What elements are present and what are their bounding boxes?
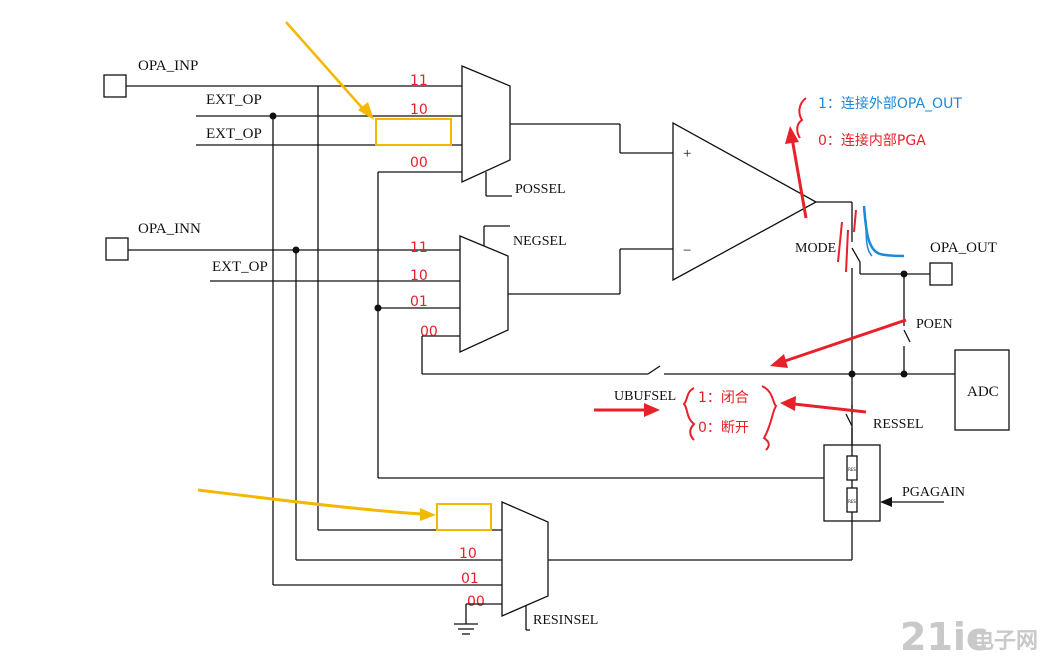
op-amp-minus: − <box>683 243 691 259</box>
ubufsel-label: UBUFSEL <box>614 389 676 404</box>
pgagain-label: PGAGAIN <box>902 485 965 500</box>
mode-brace-icon <box>796 97 807 139</box>
mode-marks-icon <box>837 209 857 273</box>
pgagain-arrow-icon <box>880 497 892 507</box>
junction-dot <box>900 370 908 378</box>
ext-op-label-3: EXT_OP <box>212 259 268 275</box>
opa-inp-label: OPA_INP <box>138 58 198 74</box>
yellow-arrow-icon <box>285 21 374 120</box>
red-arrow-icon <box>594 403 660 417</box>
pos-code-00: 00 <box>410 155 428 171</box>
watermark-brand: 21ic <box>900 615 988 659</box>
resistor-bottom-label: RES <box>848 499 856 504</box>
switch-annotation-1: 1：闭合 <box>698 390 749 406</box>
mode-annotation-1: 1：连接外部OPA_OUT <box>818 95 962 112</box>
neg-code-01: 01 <box>410 294 428 310</box>
opa-inn-pin <box>105 237 129 261</box>
pos-code-11: 11 <box>410 73 428 89</box>
opa-inp-pin <box>103 74 127 98</box>
op-amp <box>672 121 818 282</box>
mode-annotation-0: 0：连接内部PGA <box>818 132 926 149</box>
junction-dot <box>269 112 277 120</box>
highlight-box-resinsel <box>436 503 492 531</box>
ressel-label: RESSEL <box>873 417 924 432</box>
neg-code-00: 00 <box>420 324 438 340</box>
res-code-00: 00 <box>467 594 485 610</box>
highlight-box-possel <box>375 118 452 146</box>
switch-annotation-0: 0：断开 <box>698 420 749 436</box>
opa-out-label: OPA_OUT <box>930 240 997 256</box>
red-arrow-icon <box>770 318 907 368</box>
res-code-10: 10 <box>459 546 477 562</box>
resinsel-mux <box>501 501 549 617</box>
yellow-arrow-icon <box>197 488 436 521</box>
poen-label: POEN <box>916 317 953 332</box>
opa-out-pin <box>929 262 953 286</box>
watermark: 21ic 电子网 <box>900 615 1038 659</box>
op-amp-plus: + <box>683 146 691 162</box>
junction-dot <box>292 246 300 254</box>
adc-block <box>954 349 1010 431</box>
ground-icon <box>454 623 478 635</box>
opa-inn-label: OPA_INN <box>138 221 201 237</box>
ext-op-label-1: EXT_OP <box>206 92 262 108</box>
junction-dot <box>848 370 856 378</box>
ext-op-label-2: EXT_OP <box>206 126 262 142</box>
pos-code-10: 10 <box>410 102 428 118</box>
red-arrow-icon <box>785 126 808 219</box>
possel-label: POSSEL <box>515 182 566 197</box>
possel-mux <box>461 65 511 184</box>
neg-code-10: 10 <box>410 268 428 284</box>
switch-brace-icon <box>682 387 696 441</box>
switch-brace-right-icon <box>761 385 778 451</box>
resinsel-label: RESINSEL <box>533 613 598 628</box>
negsel-mux <box>459 235 509 354</box>
red-arrow-icon <box>780 396 867 414</box>
neg-code-11: 11 <box>410 240 428 256</box>
watermark-site: 电子网 <box>972 629 1038 654</box>
input-wires <box>126 85 955 586</box>
junction-dot <box>374 304 382 312</box>
adc-label: ADC <box>967 384 999 400</box>
negsel-label: NEGSEL <box>513 234 567 249</box>
mode-label: MODE <box>795 241 836 256</box>
res-code-01: 01 <box>461 571 479 587</box>
blue-curve-icon <box>862 205 905 258</box>
resistor-top-label: RES <box>848 467 856 472</box>
